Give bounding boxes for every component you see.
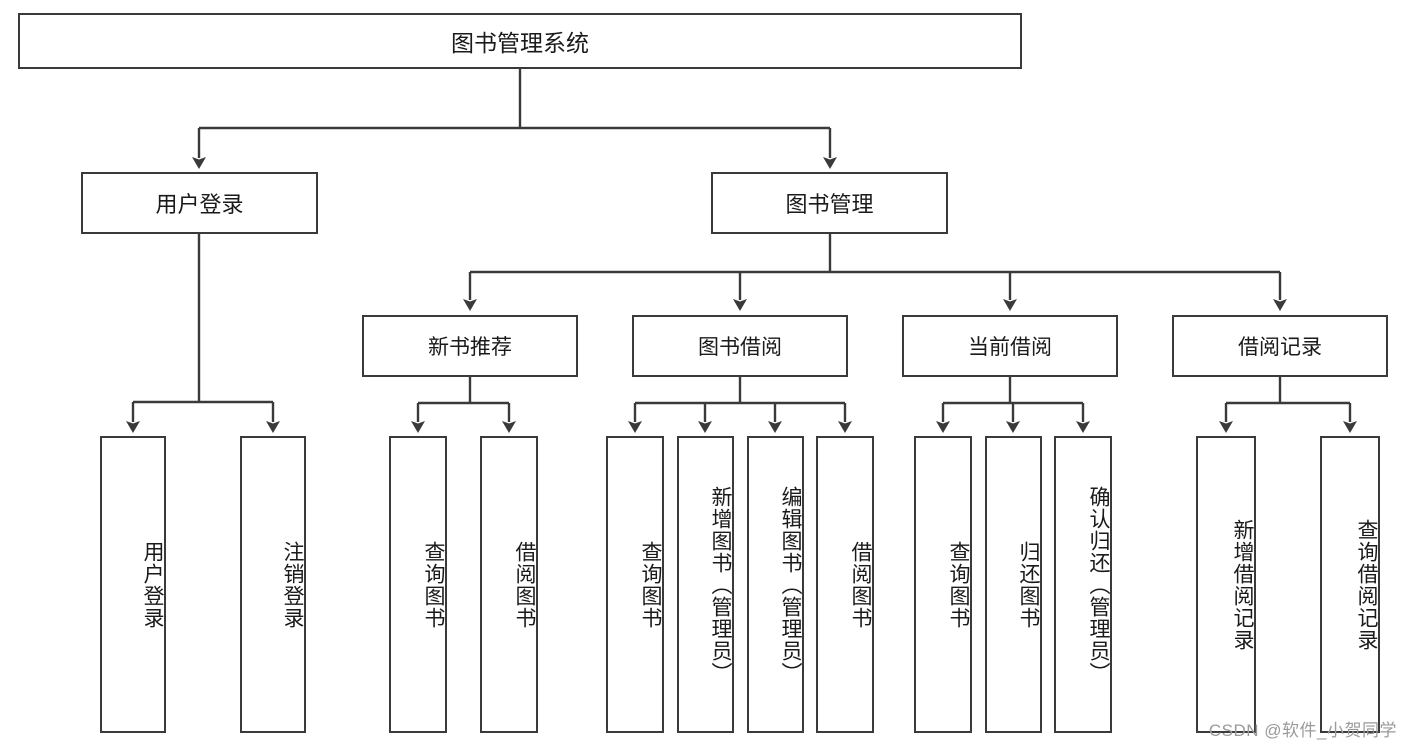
node-leaf-query-book-new-book[interactable]: 查询图书 [389, 436, 447, 733]
node-label: 编辑图书（管理员） [779, 485, 802, 684]
node-label: 新书推荐 [428, 336, 512, 359]
csdn-watermark: CSDN @软件_小贺同学 [1208, 721, 1397, 740]
node-leaf-confirm-return-admin[interactable]: 确认归还（管理员） [1054, 436, 1112, 733]
node-label: 当前借阅 [968, 336, 1052, 359]
node-user-login[interactable]: 用户登录 [81, 172, 318, 234]
node-leaf-add-borrow-record[interactable]: 新增借阅记录 [1196, 436, 1256, 733]
node-leaf-query-book-current[interactable]: 查询图书 [914, 436, 972, 733]
node-label: 查询图书 [639, 540, 662, 629]
node-label: 图书管理系统 [451, 30, 589, 56]
node-label: 查询图书 [947, 540, 970, 629]
node-label: 借阅记录 [1238, 336, 1322, 359]
node-book-borrow[interactable]: 图书借阅 [632, 315, 848, 377]
node-label: 查询图书 [422, 540, 445, 629]
node-label: 新增借阅记录 [1231, 518, 1254, 651]
node-current-borrow[interactable]: 当前借阅 [902, 315, 1118, 377]
node-label: 借阅图书 [513, 540, 536, 629]
node-leaf-user-login[interactable]: 用户登录 [100, 436, 166, 733]
node-book-management[interactable]: 图书管理 [711, 172, 948, 234]
node-label: 查询借阅记录 [1355, 518, 1378, 651]
node-label: 图书借阅 [698, 336, 782, 359]
node-label: 图书管理 [785, 192, 874, 217]
node-leaf-query-borrow-record[interactable]: 查询借阅记录 [1320, 436, 1380, 733]
node-label: 注销登录 [281, 540, 304, 629]
node-leaf-add-book-admin[interactable]: 新增图书（管理员） [677, 436, 734, 733]
node-root-book-management-system[interactable]: 图书管理系统 [18, 13, 1022, 69]
node-label: 新增图书（管理员） [709, 485, 732, 684]
node-borrow-record[interactable]: 借阅记录 [1172, 315, 1388, 377]
node-leaf-edit-book-admin[interactable]: 编辑图书（管理员） [747, 436, 804, 733]
node-label: 借阅图书 [849, 540, 872, 629]
node-label: 用户登录 [141, 540, 164, 629]
node-label: 确认归还（管理员） [1087, 485, 1110, 684]
node-label: 用户登录 [155, 192, 244, 217]
node-new-book-recommend[interactable]: 新书推荐 [362, 315, 578, 377]
node-label: 归还图书 [1017, 540, 1040, 629]
node-leaf-return-book[interactable]: 归还图书 [985, 436, 1042, 733]
node-leaf-borrow-book-new-book[interactable]: 借阅图书 [480, 436, 538, 733]
node-leaf-query-book-borrow[interactable]: 查询图书 [606, 436, 664, 733]
node-leaf-logout-login[interactable]: 注销登录 [240, 436, 306, 733]
node-leaf-borrow-book[interactable]: 借阅图书 [816, 436, 874, 733]
